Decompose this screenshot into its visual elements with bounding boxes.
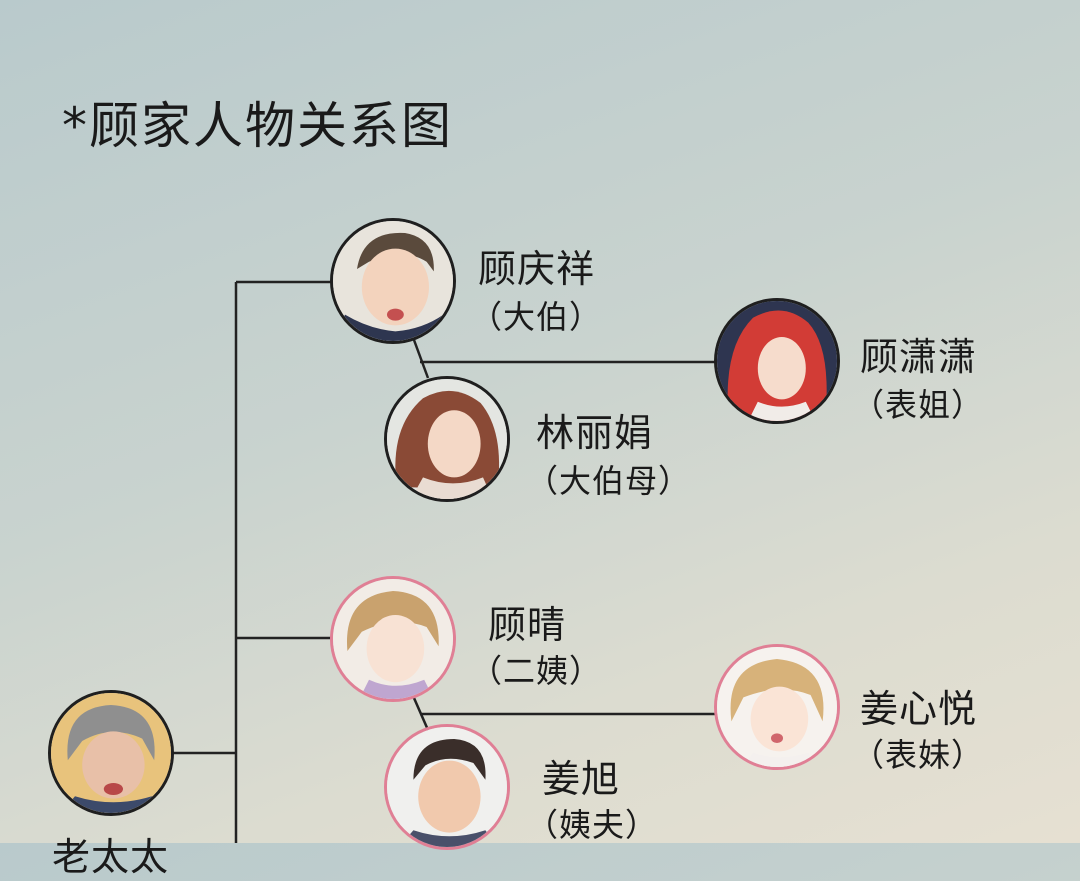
avatar-jiang-xinyue: [714, 644, 840, 770]
name-jiang-xu: 姜旭: [542, 757, 621, 801]
portrait-blonde-woman-icon: [333, 579, 453, 699]
avatar-lin-lijuan: [384, 376, 510, 502]
avatar-gu-qingxiang: [330, 218, 456, 344]
role-jiang-xinyue: （表妹）: [852, 736, 985, 774]
name-jiang-xinyue: 姜心悦: [860, 687, 978, 731]
role-lin-lijuan: （大伯母）: [526, 462, 692, 500]
role-gu-qingxiang: （大伯）: [470, 298, 603, 336]
portrait-dark-hair-man-icon: [387, 727, 507, 847]
couple-link-1: [412, 339, 430, 379]
avatar-jiang-xu: [384, 724, 510, 850]
portrait-woman-icon: [387, 379, 507, 499]
name-gu-qing: 顾晴: [488, 603, 567, 647]
role-gu-qing: （二姨）: [470, 652, 603, 690]
relation-lines: [170, 280, 716, 843]
avatar-gu-xiaoxiao: [714, 298, 840, 424]
role-gu-xiaoxiao: （表姐）: [852, 386, 985, 424]
diagram-title: *顾家人物关系图: [62, 97, 453, 155]
name-grandma: 老太太: [52, 835, 170, 879]
portrait-grandma-icon: [51, 693, 171, 813]
avatar-grandma: [48, 690, 174, 816]
portrait-man-icon: [333, 221, 453, 341]
name-gu-qingxiang: 顾庆祥: [478, 247, 596, 291]
avatar-gu-qing: [330, 576, 456, 702]
portrait-red-hair-girl-icon: [717, 301, 837, 421]
name-gu-xiaoxiao: 顾潇潇: [860, 335, 978, 379]
portrait-blonde-girl-icon: [717, 647, 837, 767]
role-jiang-xu: （姨夫）: [526, 806, 659, 844]
name-lin-lijuan: 林丽娟: [536, 411, 654, 455]
